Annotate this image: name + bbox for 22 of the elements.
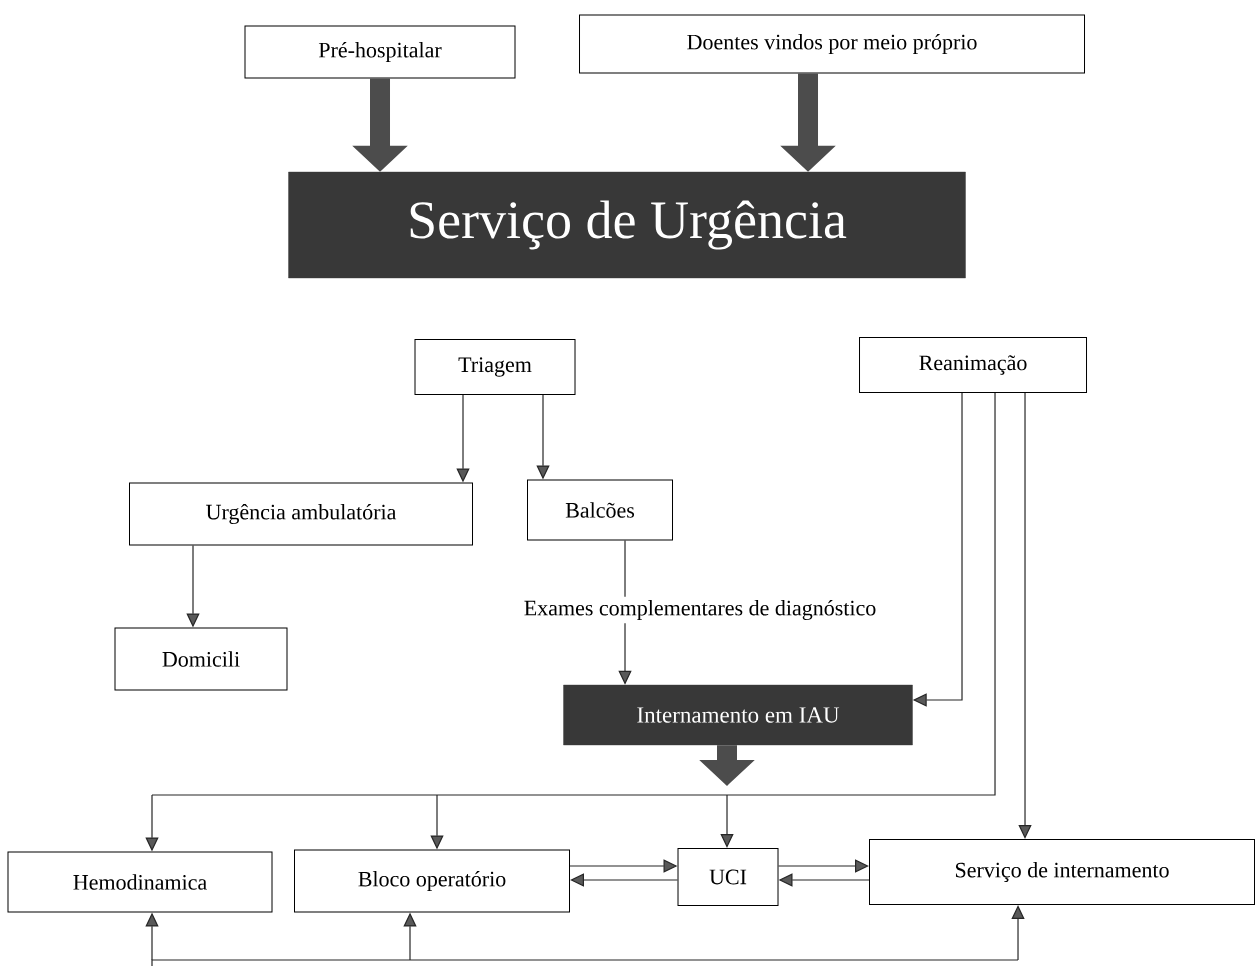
process-box: Hemodinamica: [7, 851, 273, 913]
process-box: Balcões: [527, 479, 673, 541]
service-banner: Internamento em IAU: [563, 684, 913, 746]
service-banner: Serviço de Urgência: [288, 171, 966, 279]
arrow: [570, 873, 679, 887]
connector-line: [624, 539, 626, 598]
process-box: UCI: [677, 848, 779, 906]
arrow: [777, 859, 869, 873]
process-box: Serviço de internamento: [869, 839, 1255, 905]
process-box: Triagem: [414, 339, 576, 395]
process-box: Domicili: [114, 627, 288, 691]
process-box: Doentes vindos por meio próprio: [579, 14, 1085, 74]
process-box: Urgência ambulatória: [129, 482, 473, 546]
process-label: Exames complementares de diagnóstico: [524, 600, 876, 621]
arrow: [1018, 392, 1032, 839]
arrow: [720, 794, 734, 848]
connector-line: [151, 392, 996, 796]
process-box: Reanimação: [859, 337, 1087, 393]
arrow: [1011, 905, 1025, 961]
process-box: Bloco operatório: [294, 849, 570, 913]
process-box: Pré-hospitalar: [244, 25, 516, 79]
connector-line: [151, 959, 1019, 966]
